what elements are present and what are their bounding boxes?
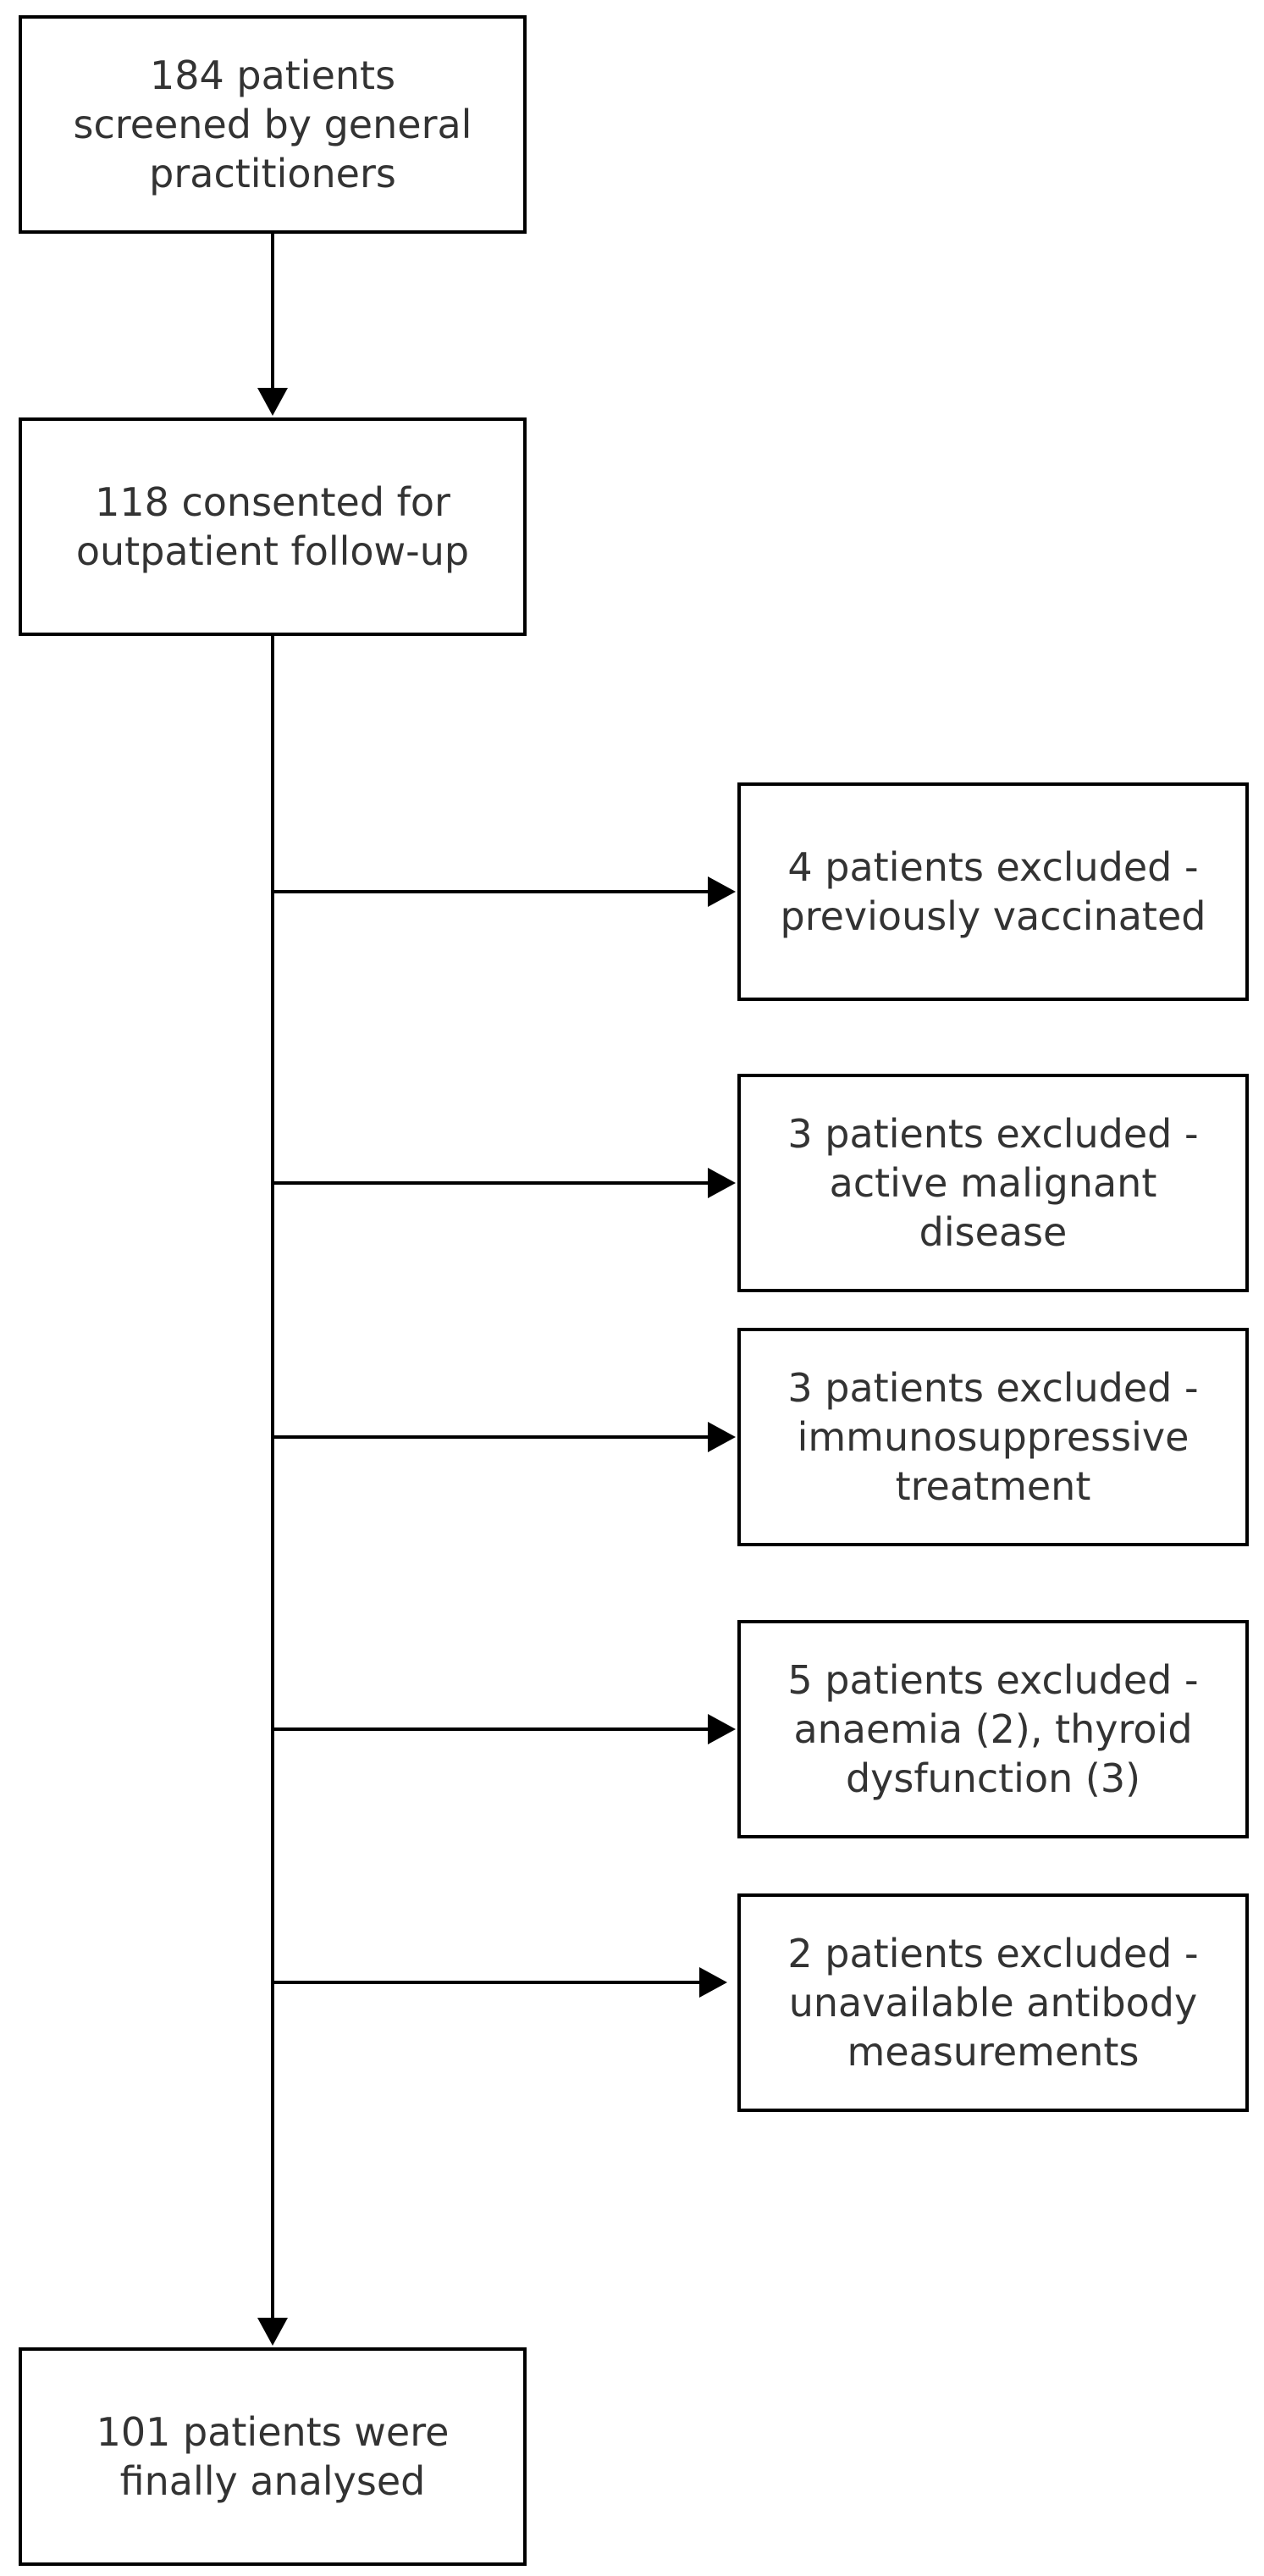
exclusion-text-line: active malignant — [829, 1160, 1157, 1206]
exclusion-text-line: 4 patients excluded - — [787, 844, 1199, 890]
step-text-line: finally analysed — [119, 2458, 426, 2504]
step-text-line: screened by general — [73, 102, 472, 147]
exclusion-text-line: 3 patients excluded - — [787, 1111, 1199, 1157]
step-screened-box: 184 patients screened by general practit… — [19, 15, 527, 234]
exclusion-box-anaemia-thyroid: 5 patients excluded - anaemia (2), thyro… — [737, 1620, 1249, 1838]
exclusion-text-line: previously vaccinated — [780, 893, 1206, 939]
exclusion-text-line: immunosuppressive — [797, 1414, 1189, 1460]
exclusion-text-line: dysfunction (3) — [845, 1755, 1141, 1801]
exclusion-text-line: disease — [919, 1209, 1068, 1255]
step-consented-box: 118 consented for outpatient follow-up — [19, 417, 527, 636]
exclusion-box-antibody: 2 patients excluded - unavailable antibo… — [737, 1893, 1249, 2112]
exclusion-text-line: 3 patients excluded - — [787, 1365, 1199, 1411]
exclusion-text-line: treatment — [895, 1463, 1091, 1509]
exclusion-text-line: anaemia (2), thyroid — [793, 1706, 1193, 1752]
step-text-line: 184 patients — [149, 53, 396, 98]
exclusion-box-malignant: 3 patients excluded - active malignant d… — [737, 1074, 1249, 1292]
step-text-line: practitioners — [149, 151, 396, 196]
exclusion-text-line: 2 patients excluded - — [787, 1931, 1199, 1976]
exclusion-text-line: 5 patients excluded - — [787, 1657, 1199, 1703]
arrowhead-icon — [257, 2318, 288, 2346]
step-analysed-box: 101 patients were finally analysed — [19, 2347, 527, 2566]
arrowhead-icon — [708, 1714, 736, 1744]
arrowhead-icon — [708, 1168, 736, 1198]
step-text-line: outpatient follow-up — [75, 528, 470, 574]
arrowhead-icon — [708, 1422, 736, 1452]
arrowhead-icon — [708, 876, 736, 907]
arrowhead-icon — [699, 1967, 727, 1998]
exclusion-text-line: unavailable antibody — [788, 1980, 1198, 2026]
exclusion-box-vaccinated: 4 patients excluded - previously vaccina… — [737, 782, 1249, 1001]
exclusion-box-immunosuppressive: 3 patients excluded - immunosuppressive … — [737, 1328, 1249, 1546]
step-text-line: 101 patients were — [96, 2409, 450, 2455]
arrowhead-icon — [257, 388, 288, 416]
step-text-line: 118 consented for — [95, 479, 450, 525]
exclusion-text-line: measurements — [847, 2029, 1140, 2075]
